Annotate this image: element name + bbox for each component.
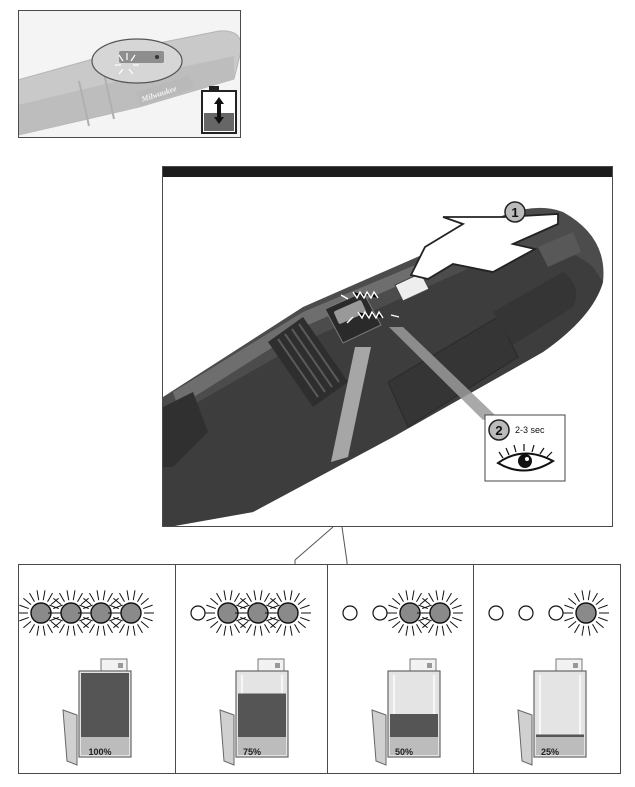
level-percent-label: 50% — [395, 747, 413, 757]
level-percent-label: 25% — [541, 747, 559, 757]
battery-levels-strip: 100% 75% 50% 25% — [18, 564, 621, 774]
level-cell-75: 75% — [176, 565, 327, 773]
battery-gauge-icon — [201, 86, 237, 134]
step-2-duration: 2-3 sec — [515, 425, 545, 435]
level-cell-graphic: 100% — [19, 590, 154, 766]
led-indicator-on-icon — [277, 602, 299, 624]
battery-icon — [371, 658, 441, 766]
level-cell-graphic: 75% — [190, 590, 311, 766]
cell-divider — [175, 565, 176, 773]
level-cell-graphic: 25% — [488, 590, 609, 766]
cell-divider — [327, 565, 328, 773]
step-2-callout: 2 2-3 sec — [484, 414, 566, 482]
cell-divider — [473, 565, 474, 773]
led-indicator-off-icon — [190, 605, 206, 621]
led-indicator-off-icon — [548, 605, 564, 621]
top-inset-panel: Milwaukee — [18, 10, 241, 138]
header-bar — [163, 167, 612, 177]
level-percent-label: 75% — [243, 747, 261, 757]
led-flash-icon — [340, 290, 400, 324]
battery-icon — [517, 658, 587, 766]
inset-led-flash-icon — [115, 53, 139, 75]
step-1-number: 1 — [511, 205, 518, 220]
inset-tool-illustration: Milwaukee — [19, 30, 240, 136]
led-indicator-off-icon — [518, 605, 534, 621]
level-cell-25: 25% — [474, 565, 620, 773]
led-indicator-on-icon — [429, 602, 451, 624]
level-cell-100: 100% — [19, 565, 175, 773]
tool-closeup-illustration: 1 2 2-3 sec — [163, 167, 612, 526]
step-1-badge: 1 — [504, 201, 526, 223]
led-indicator-off-icon — [342, 605, 358, 621]
level-percent-label: 100% — [88, 747, 111, 757]
step-2-number: 2 — [495, 423, 502, 438]
eye-light-beam — [389, 327, 495, 420]
eye-icon — [496, 444, 555, 472]
battery-icon — [62, 658, 132, 766]
led-light-beam — [331, 347, 371, 462]
main-illustration-panel: 1 2 2-3 sec — [162, 166, 613, 527]
level-cell-50: 50% — [328, 565, 473, 773]
led-indicator-on-icon — [575, 602, 597, 624]
led-indicator-off-icon — [372, 605, 388, 621]
push-arrow-icon — [409, 213, 559, 280]
battery-icon — [219, 658, 289, 766]
led-indicator-on-icon — [120, 602, 142, 624]
level-cell-graphic: 50% — [342, 590, 463, 766]
led-indicator-off-icon — [488, 605, 504, 621]
